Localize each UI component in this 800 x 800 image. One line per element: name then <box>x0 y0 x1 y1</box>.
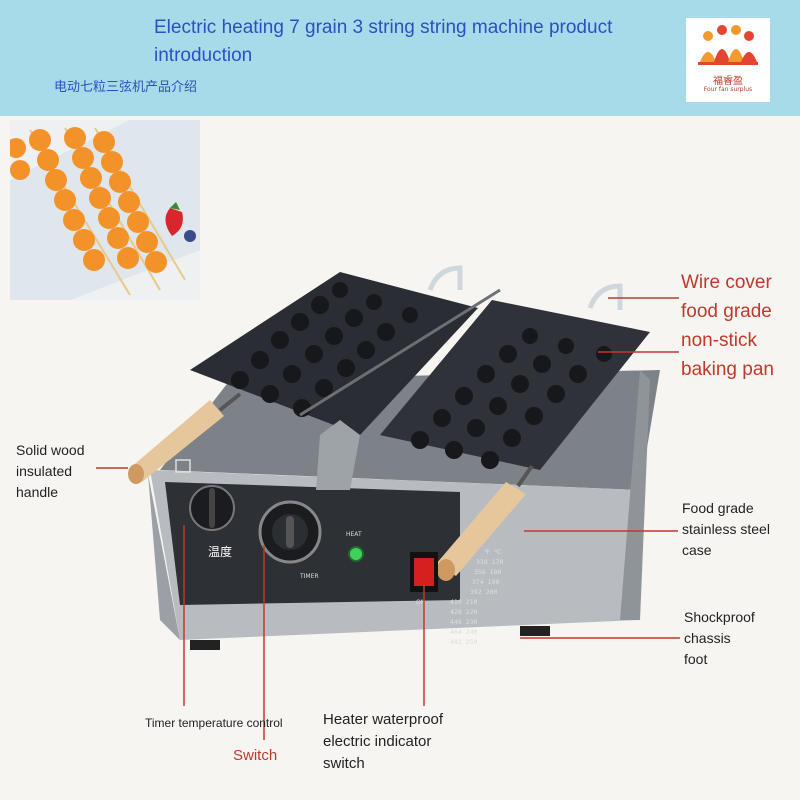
callout-foot: Shockproof chassis foot <box>684 609 755 667</box>
header-banner: Electric heating 7 grain 3 string string… <box>0 0 800 116</box>
callout-handle: Solid wood insulated handle <box>16 442 85 500</box>
svg-text:℉ ℃: ℉ ℃ <box>484 548 502 556</box>
brand-logo: 福睿盈 Four fan surplus <box>686 18 770 102</box>
page-subtitle: 电动七粒三弦机产品介绍 <box>54 80 198 95</box>
callout-wire-cover: Wire cover food grade non-stick baking p… <box>681 272 774 380</box>
page-title: Electric heating 7 grain 3 string string… <box>154 17 613 66</box>
wooden-handle-left <box>128 392 242 484</box>
callout-heater: Heater waterproof electric indicator swi… <box>323 711 444 772</box>
svg-text:338 170: 338 170 <box>476 558 503 566</box>
logo-text: 福睿盈 <box>713 76 743 87</box>
svg-text:464 240: 464 240 <box>450 628 477 636</box>
svg-text:392 200: 392 200 <box>470 588 497 596</box>
temperature-dial[interactable] <box>258 500 322 564</box>
heat-label: HEAT <box>346 531 362 538</box>
dial-label: 温度 <box>208 544 232 559</box>
logo-subtext: Four fan surplus <box>703 86 753 93</box>
machine-illustration: 温度 HEAT TIMER ON ℉ ℃ 338 170 356 180 374… <box>128 265 660 650</box>
callout-timer-control: Timer temperature control <box>145 716 283 730</box>
svg-text:428 220: 428 220 <box>450 608 477 616</box>
svg-text:410 210: 410 210 <box>450 598 477 606</box>
logo-figures-icon <box>698 25 758 65</box>
timer-dial[interactable] <box>189 485 235 531</box>
svg-text:356 180: 356 180 <box>474 568 501 576</box>
switch-on-label: ON <box>416 599 425 606</box>
svg-text:482 250: 482 250 <box>450 638 477 646</box>
skewer-product-photo <box>10 120 200 300</box>
svg-text:446 230: 446 230 <box>450 618 477 626</box>
callout-switch: Switch <box>233 747 278 764</box>
timer-label: TIMER <box>299 573 319 580</box>
power-switch[interactable] <box>410 552 438 592</box>
wooden-handle-right <box>436 464 534 581</box>
callout-case: Food grade stainless steel case <box>682 500 770 558</box>
svg-text:374 190: 374 190 <box>472 578 499 586</box>
heater-indicator-light <box>348 546 364 562</box>
chassis-foot <box>190 640 220 650</box>
temperature-table: ℉ ℃ 338 170 356 180 374 190 392 200 410 … <box>450 548 503 646</box>
